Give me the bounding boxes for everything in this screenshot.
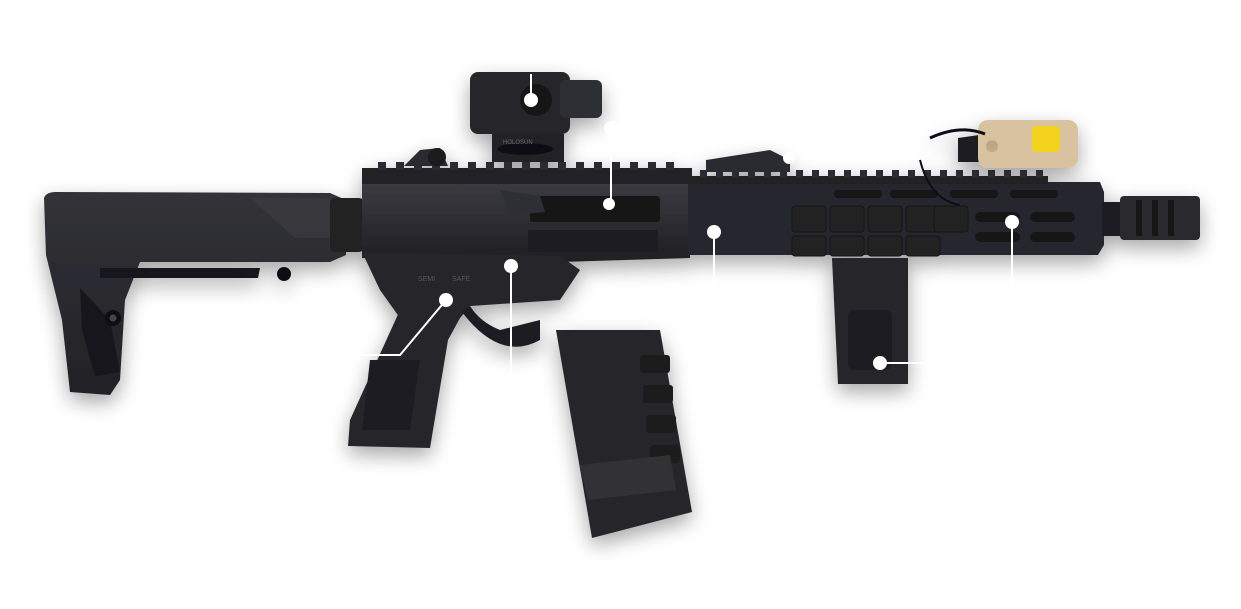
- hotspot-rail[interactable]: [604, 121, 618, 135]
- callout-rail: R S: [632, 112, 642, 143]
- callout-heat-sink: AT SINK BARREL T SHROUD: [812, 415, 928, 446]
- hotspot-bolt-release[interactable]: [504, 259, 518, 273]
- safety-marking-semi: SEMI: [418, 276, 436, 283]
- hotspot-handguard[interactable]: [707, 225, 721, 239]
- stock: [44, 192, 346, 395]
- hotspot-stock[interactable]: [247, 348, 261, 362]
- hotspot-vertical-grip[interactable]: [873, 356, 887, 370]
- hotspot-piston[interactable]: [1005, 215, 1019, 229]
- lower-receiver: [362, 252, 580, 330]
- hotspot-optic[interactable]: [524, 93, 538, 107]
- hotspot-ejection-port[interactable]: [603, 198, 615, 210]
- optic-brand-marking: HOLOSUN: [503, 140, 533, 146]
- hotspot-safety[interactable]: [439, 293, 453, 307]
- hotspot-charging[interactable]: [783, 152, 795, 164]
- magazine: [556, 330, 692, 538]
- callout-piston: SHORT STROKE PISTON SYST: [1031, 288, 1141, 319]
- callout-bolt-release: AM DOUS OP: [438, 458, 518, 489]
- safety-marking-safe: SAFE: [452, 276, 471, 283]
- red-dot-optic: [470, 72, 570, 134]
